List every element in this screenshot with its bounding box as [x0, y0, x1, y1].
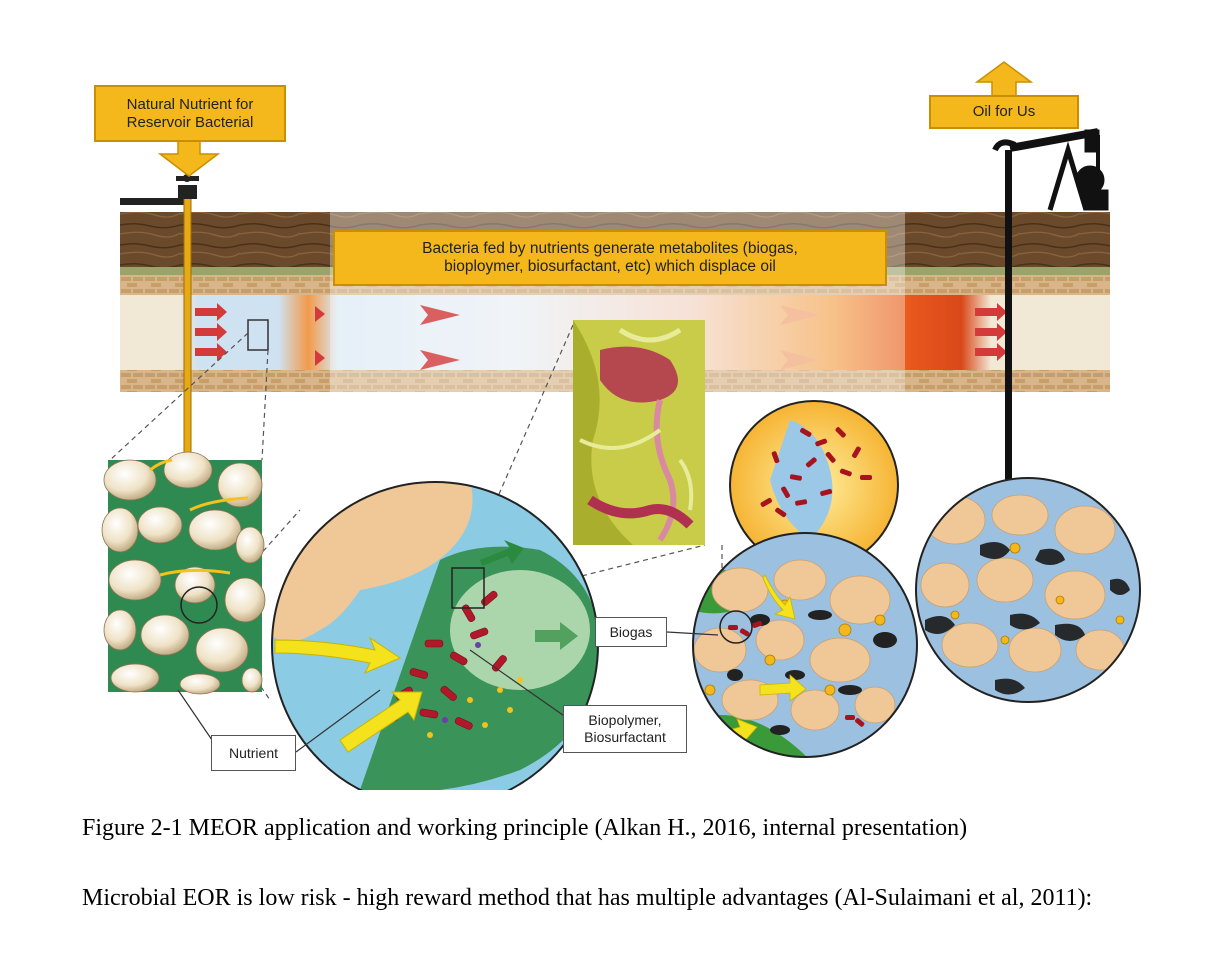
nutrient-callout-arrow: [157, 139, 221, 177]
body-paragraph: Microbial EOR is low risk - high reward …: [82, 885, 1093, 911]
flow-arrows: [195, 303, 1007, 370]
production-well-pipe: [1005, 150, 1012, 570]
zoom-marker-small: [247, 319, 269, 351]
oil-callout: Oil for Us: [929, 95, 1079, 129]
label-pointers: [177, 631, 719, 753]
bacteria-zoom-circle: [271, 481, 599, 790]
nutrient-label: Nutrient: [211, 735, 296, 771]
oil-callout-arrow: [974, 61, 1034, 97]
nutrient-callout: Natural Nutrient for Reservoir Bacterial: [94, 85, 286, 142]
injection-pipe-horizontal: [120, 198, 190, 205]
valve-icon: [176, 174, 199, 199]
sem-photo: [573, 320, 705, 545]
process-banner: Bacteria fed by nutrients generate metab…: [333, 230, 887, 286]
oil-pore-circle: [915, 477, 1141, 703]
biopolymer-label: Biopolymer, Biosurfactant: [563, 705, 687, 753]
meor-diagram: [101, 61, 1141, 790]
biogas-label: Biogas: [595, 617, 667, 647]
figure-caption: Figure 2-1 MEOR application and working …: [82, 815, 968, 841]
pore-displacement-circle: [692, 532, 918, 758]
pump-jack-icon: [992, 128, 1109, 211]
pore-inset: [101, 451, 266, 695]
